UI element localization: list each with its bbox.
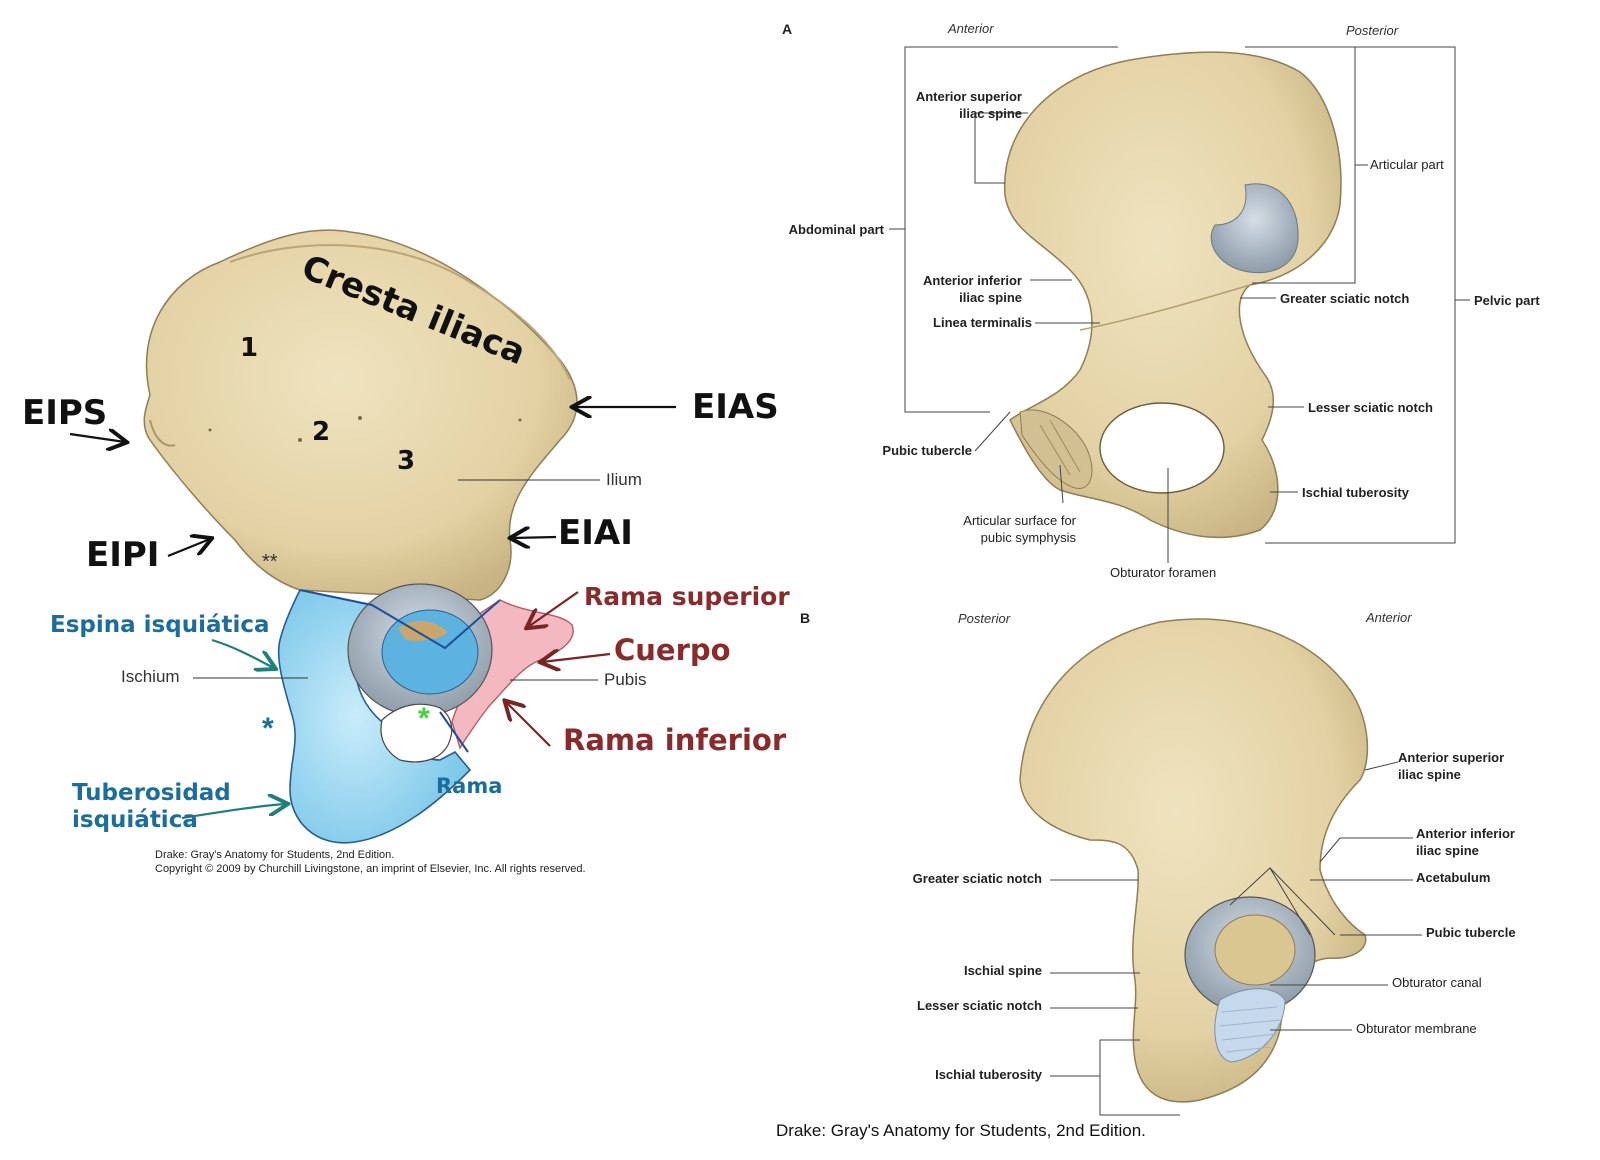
panel-a-linea-terminalis: Linea terminalis — [933, 315, 1032, 330]
panel-a-asis-2: iliac spine — [959, 106, 1022, 121]
panel-a-pubic-tubercle: Pubic tubercle — [882, 443, 972, 458]
panel-a-anterior: Anterior — [948, 21, 994, 36]
panel-a-aiis-1: Anterior inferior — [923, 273, 1022, 288]
label-eips: EIPS — [22, 393, 108, 433]
panel-b-ischial-spine: Ischial spine — [963, 963, 1042, 978]
panel-b-greater-sciatic-notch: Greater sciatic notch — [912, 871, 1042, 886]
panel-b-obturator-canal: Obturator canal — [1392, 975, 1482, 990]
left-hip-bone — [143, 229, 578, 844]
label-rama-superior: Rama superior — [584, 582, 790, 611]
left-caption-line-1: Drake: Gray's Anatomy for Students, 2nd … — [155, 849, 395, 861]
panel-b-asis-1: Anterior superior — [1398, 750, 1505, 765]
panel-b-leaders — [1050, 761, 1422, 1116]
panel-b-obturator-membrane: Obturator membrane — [1356, 1021, 1477, 1036]
panel-b-ischial-tuberosity: Ischial tuberosity — [935, 1067, 1042, 1082]
label-tuberosidad-1: Tuberosidad — [72, 780, 231, 806]
panel-a-lesser-sciatic-notch: Lesser sciatic notch — [1308, 400, 1433, 415]
label-number-1: 1 — [240, 333, 259, 363]
panel-a-letter: A — [782, 21, 793, 37]
panel-a-hip-bone — [1003, 51, 1342, 539]
panel-b-pubic-tubercle: Pubic tubercle — [1426, 925, 1516, 940]
panel-b-aiis-1: Anterior inferior — [1416, 826, 1515, 841]
label-rama-inferior: Rama inferior — [563, 723, 787, 757]
obturator-foramen-shape — [380, 703, 453, 763]
label-double-star: ** — [262, 551, 278, 573]
label-eiai: EIAI — [558, 513, 633, 553]
label-blue-star: * — [262, 712, 274, 745]
left-leaders — [69, 407, 676, 820]
panel-a-abdominal-part: Abdominal part — [788, 222, 884, 237]
label-number-2: 2 — [312, 417, 331, 447]
panel-a-ischial-tuberosity: Ischial tuberosity — [1302, 485, 1409, 500]
panel-a-articular-surface-1: Articular surface for — [963, 513, 1076, 528]
label-number-3: 3 — [397, 446, 416, 476]
panel-a-greater-sciatic-notch: Greater sciatic notch — [1280, 291, 1410, 306]
panel-a-aiis-2: iliac spine — [959, 290, 1022, 305]
label-cuerpo: Cuerpo — [614, 633, 731, 667]
panel-b-anterior: Anterior — [1366, 610, 1412, 625]
label-green-star: * — [418, 702, 430, 735]
panel-a-leaders — [889, 46, 1470, 563]
left-caption-line-2: Copyright © 2009 by Churchill Livingston… — [155, 863, 586, 875]
panel-b-acetabulum: Acetabulum — [1416, 870, 1491, 885]
panel-b-letter: B — [800, 610, 811, 626]
panel-a-posterior: Posterior — [1346, 23, 1399, 38]
panel-a-articular-surface-2: pubic symphysis — [980, 530, 1076, 545]
panel-b-aiis-2: iliac spine — [1416, 843, 1479, 858]
label-eipi: EIPI — [86, 535, 160, 575]
ilium-shape — [143, 229, 578, 601]
panel-b-posterior: Posterior — [958, 611, 1011, 626]
panel-b-lesser-sciatic-notch: Lesser sciatic notch — [917, 998, 1042, 1013]
panel-a-asis-1: Anterior superior — [915, 89, 1022, 104]
panel-b-hip-bone — [1019, 618, 1369, 1103]
label-tuberosidad-2: isquiática — [72, 807, 198, 833]
label-eias: EIAS — [692, 387, 779, 427]
panel-a-articular-part: Articular part — [1370, 157, 1444, 172]
label-pubis: Pubis — [604, 670, 647, 689]
label-espina-isquiatica: Espina isquiática — [50, 612, 270, 638]
panel-b-asis-2: iliac spine — [1398, 767, 1461, 782]
label-ilium: Ilium — [606, 470, 642, 489]
label-rama: Rama — [436, 774, 503, 798]
panel-a-pelvic-part: Pelvic part — [1474, 293, 1540, 308]
panel-a-obturator-foramen: Obturator foramen — [1110, 565, 1217, 580]
panel-b-caption: Drake: Gray's Anatomy for Students, 2nd … — [776, 1121, 1146, 1140]
label-ischium: Ischium — [121, 667, 180, 686]
